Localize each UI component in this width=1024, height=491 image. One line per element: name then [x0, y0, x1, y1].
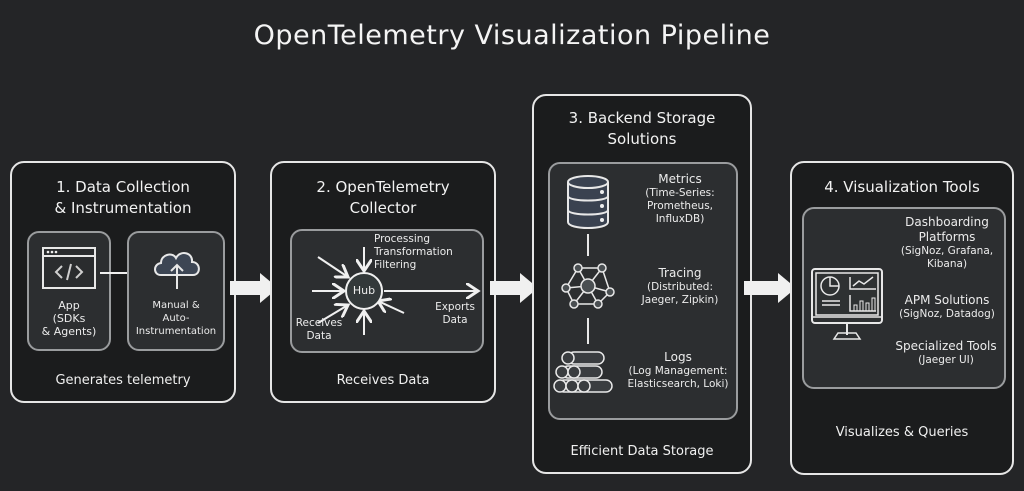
stage-title: 3. Backend Storage Solutions [568, 109, 716, 148]
receives-data-label: Receives Data [295, 317, 343, 342]
storage-box: Metrics (Time-Series: Prometheus, Influx… [548, 162, 738, 420]
stage-footer: Visualizes & Queries [835, 425, 969, 440]
dashboarding-label: Dashboarding Platforms (SigNoz, Grafana,… [900, 215, 994, 270]
exports-data-label: Exports Data [435, 301, 475, 326]
stage-backend-storage: 3. Backend Storage Solutions [532, 94, 752, 474]
dashboard-monitor-icon [811, 268, 883, 340]
hub-label: Hub [352, 284, 376, 297]
database-icon [567, 175, 609, 229]
pipeline-arrow-icon [230, 273, 278, 303]
stage-title-line: 1. Data Collection [56, 178, 190, 196]
pipeline-arrow-icon [490, 273, 538, 303]
logs-stack-icon [553, 351, 613, 393]
diagram-title: OpenTelemetry Visualization Pipeline [253, 20, 771, 51]
hub-flow-diagram [312, 247, 486, 335]
instrumentation-label: Manual & Auto- Instrumentation [135, 300, 217, 337]
connector-line [587, 234, 589, 256]
cloud-upload-icon [154, 252, 200, 289]
stage-data-collection: 1. Data Collection & Instrumentation App… [10, 161, 236, 403]
apm-label: APM Solutions (SigNoz, Datadog) [899, 293, 995, 320]
stage-footer: Efficient Data Storage [570, 444, 714, 459]
visualization-box: Dashboarding Platforms (SigNoz, Grafana,… [802, 207, 1006, 389]
code-window-icon [42, 247, 96, 289]
network-graph-icon [561, 263, 615, 309]
stage-footer: Receives Data [336, 373, 430, 388]
app-label: App (SDKs & Agents) [41, 299, 97, 338]
specialized-tools-label: Specialized Tools (Jaeger UI) [895, 339, 997, 366]
tracing-label: Tracing (Distributed: Jaeger, Zipkin) [641, 266, 719, 306]
metrics-label: Metrics (Time-Series: Prometheus, Influx… [645, 172, 715, 225]
instrumentation-box: Manual & Auto- Instrumentation [127, 231, 225, 351]
stage-title: 1. Data Collection & Instrumentation [12, 177, 234, 219]
stage-title: 2. OpenTelemetry Collector [316, 178, 450, 217]
stage-footer: Generates telemetry [55, 373, 191, 388]
connector-line [587, 318, 589, 344]
stage-title: 4. Visualization Tools [824, 178, 980, 196]
stage-visualization: 4. Visualization Tools Dashboarding Plat… [790, 161, 1014, 475]
stage-collector: 2. OpenTelemetry Collector Hub Processin… [270, 161, 496, 403]
app-box: App (SDKs & Agents) [27, 231, 111, 351]
collector-box: Hub Processing Transformation Filtering … [290, 229, 484, 353]
processing-label: Processing Transformation Filtering [374, 233, 453, 271]
pipeline-arrow-icon [744, 273, 796, 303]
stage-title-line: & Instrumentation [54, 199, 192, 217]
logs-label: Logs (Log Management: Elasticsearch, Lok… [627, 350, 729, 390]
